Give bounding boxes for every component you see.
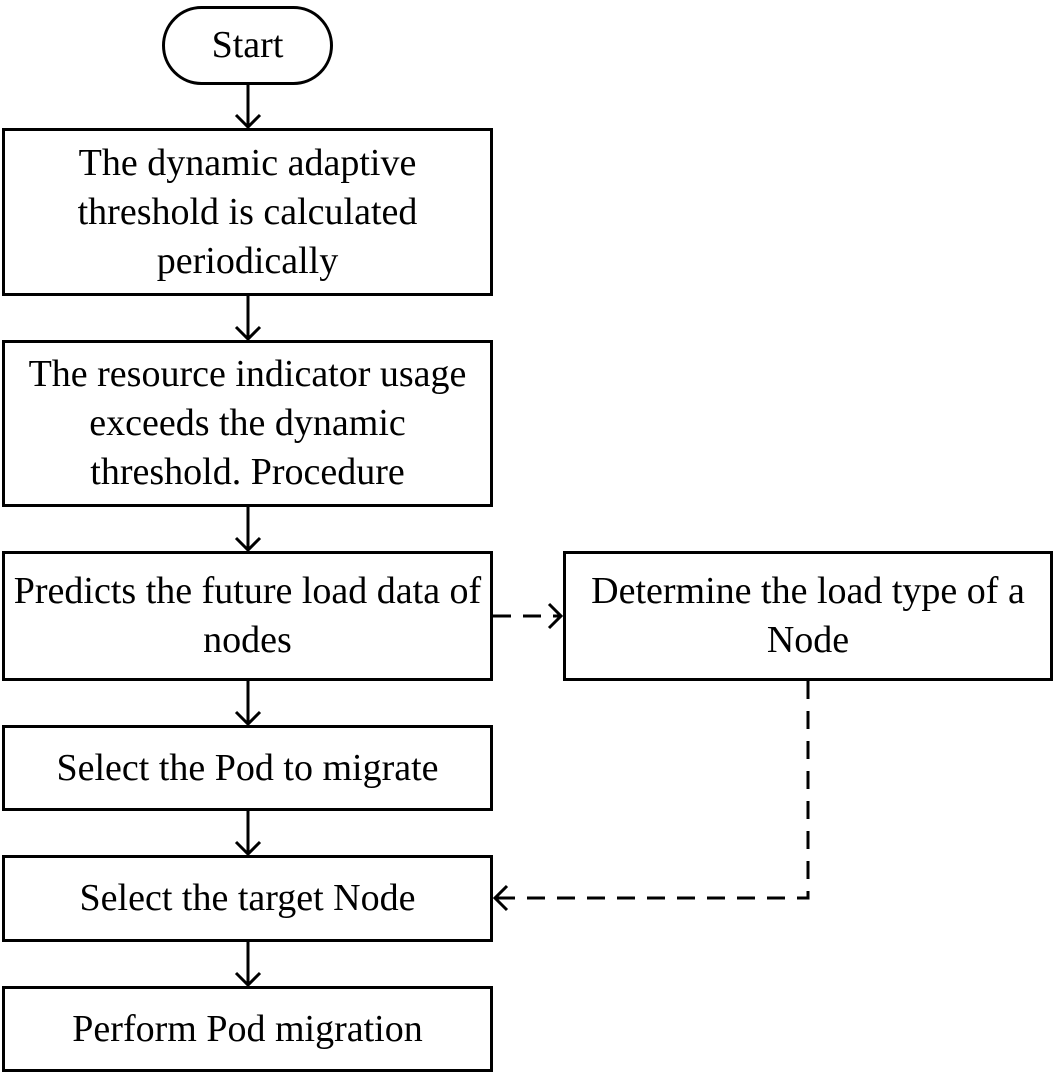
usage-exceeds-threshold-label: The resource indicator usage exceeds the… (28, 353, 467, 493)
predict-load-label: Predicts the future load data of nodes (13, 570, 482, 661)
select-pod-box: Select the Pod to migrate (2, 725, 493, 811)
start-terminal: Start (162, 6, 333, 85)
arrow-exceeds-to-predict (234, 507, 262, 553)
perform-migration-label: Perform Pod migration (72, 1007, 423, 1050)
select-pod-label: Select the Pod to migrate (56, 746, 439, 789)
load-type-box: Determine the load type of a Node (563, 551, 1053, 681)
dashed-arrow-load-type-to-target-node (492, 681, 810, 912)
threshold-calculation-label: The dynamic adaptive threshold is calcul… (77, 141, 418, 282)
threshold-calculation-box: The dynamic adaptive threshold is calcul… (2, 128, 493, 296)
load-type-label: Determine the load type of a Node (591, 570, 1025, 661)
dashed-arrow-predict-to-load-type (493, 602, 564, 630)
select-target-node-box: Select the target Node (2, 855, 493, 942)
arrow-predict-to-select-pod (234, 681, 262, 727)
usage-exceeds-threshold-box: The resource indicator usage exceeds the… (2, 340, 493, 507)
arrow-start-to-threshold (234, 85, 262, 130)
arrow-threshold-to-exceeds (234, 296, 262, 342)
arrow-select-pod-to-select-node (234, 811, 262, 857)
perform-migration-box: Perform Pod migration (2, 986, 493, 1072)
predict-load-box: Predicts the future load data of nodes (2, 551, 493, 681)
arrow-select-node-to-migrate (234, 942, 262, 988)
select-target-node-label: Select the target Node (79, 877, 416, 919)
start-label: Start (211, 24, 284, 66)
